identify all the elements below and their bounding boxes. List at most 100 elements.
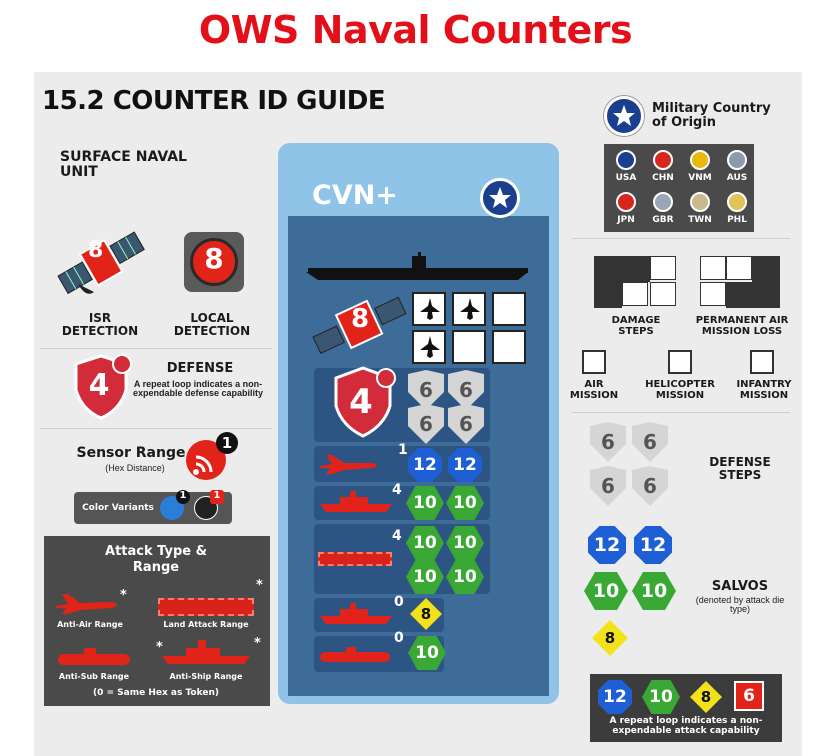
counter-defense: 4 (349, 382, 373, 422)
carrier-silhouette-icon (306, 252, 528, 280)
country-code: CHN (652, 173, 674, 183)
defense-title: DEFENSE (166, 361, 234, 376)
ship-range: 4 (392, 482, 402, 498)
country-code: PHL (727, 215, 747, 225)
signal-waves-icon (193, 455, 213, 475)
repeat-salvo: 12 (598, 680, 632, 714)
repeat-desc: A repeat loop indicates a non-expendable… (609, 716, 763, 736)
helicopter-label: HELICOPTER MISSION (645, 379, 715, 401)
flag-twn-icon (690, 192, 710, 212)
guide-heading: 15.2 COUNTER ID GUIDE (42, 86, 386, 116)
anti-ship-label: Anti-Ship Range (169, 672, 243, 681)
slot-filled (752, 256, 780, 282)
country-code: JPN (617, 215, 635, 225)
sub-range-2: 0 (394, 630, 404, 646)
flag-usa-icon (616, 150, 636, 170)
slot-empty (700, 256, 726, 280)
counter-satellite-icon (312, 296, 407, 355)
submarine-icon (320, 647, 390, 662)
air-slot (452, 330, 486, 364)
air-slot (492, 292, 526, 326)
local-label: LOCAL DETECTION (173, 311, 251, 338)
sensor-value: 1 (221, 434, 233, 452)
attack-title: Attack Type & Range (105, 544, 207, 575)
slot-empty (650, 256, 676, 280)
signal-black-icon (194, 496, 218, 520)
jet-icon (420, 298, 440, 320)
page-title: OWS Naval Counters (198, 8, 633, 52)
star-mark: * (120, 588, 127, 603)
land-range: 4 (392, 528, 402, 544)
ship-salvo: 10 (406, 486, 444, 520)
star-icon (613, 105, 635, 126)
slot-filled (726, 282, 754, 308)
flag-chn-icon (653, 150, 673, 170)
sensor-title: Sensor Range (76, 445, 186, 461)
radar-icon (190, 238, 238, 286)
repeat-salvo: 6 (734, 681, 764, 711)
counter-name: CVN+ (312, 180, 398, 211)
isr-value: 8 (88, 238, 104, 263)
counter-isr: 8 (350, 304, 370, 334)
salvos-sub: (denoted by attack die type) (695, 595, 785, 615)
star-icon (489, 187, 511, 208)
divider (572, 238, 790, 239)
country-code: USA (615, 173, 637, 183)
warship-icon (320, 603, 392, 624)
air-mission-icon (582, 350, 606, 374)
ship-salvo: 10 (446, 486, 484, 520)
anti-air-label: Anti-Air Range (57, 620, 123, 629)
sensor-badge (216, 432, 238, 454)
flag-jpn-icon (616, 192, 636, 212)
infantry-label: INFANTRY MISSION (736, 379, 792, 401)
color-variants-label: Color Variants (82, 503, 154, 513)
land-salvo: 10 (406, 560, 444, 594)
defense-shield-icon (74, 354, 132, 420)
country-title: Military Country of Origin (652, 101, 771, 130)
flag-gbr-icon (653, 192, 673, 212)
damage-steps-grid (594, 256, 678, 308)
slot-empty (726, 256, 752, 280)
land-attack-bar-icon (318, 552, 392, 566)
salvo-blue: 12 (634, 526, 672, 564)
country-code: VNM (688, 173, 712, 183)
country-star-icon (604, 96, 644, 136)
counter-defense-shield-icon (334, 366, 396, 438)
star-mark: * (156, 640, 163, 655)
color-variant-1: 1 (179, 490, 187, 501)
helicopter-icon (668, 350, 692, 374)
sensor-sub: (Hex Distance) (105, 463, 165, 473)
warship-icon (162, 640, 250, 664)
local-value: 8 (204, 242, 224, 275)
land-salvo: 10 (446, 560, 484, 594)
aa-salvo: 12 (408, 448, 442, 482)
satellite-icon (57, 231, 145, 295)
same-hex-note: (0 = Same Hex as Token) (93, 688, 219, 698)
slot-filled (594, 256, 622, 282)
land-salvo: 10 (406, 526, 444, 560)
land-attack-label: Land Attack Range (163, 620, 249, 629)
sub-range-1: 0 (394, 594, 404, 610)
flag-aus-icon (727, 150, 747, 170)
salvo-blue: 12 (588, 526, 626, 564)
divider (40, 348, 272, 349)
country-code: AUS (726, 173, 748, 183)
defense-steps-label: DEFENSE STEPS (709, 455, 771, 482)
air-mission-label: AIR MISSION (569, 379, 619, 401)
country-code: TWN (688, 215, 712, 225)
variant-badge (210, 490, 224, 504)
star-mark: * (254, 636, 261, 651)
flag-phl-icon (727, 192, 747, 212)
variant-badge (176, 490, 190, 504)
color-variant-2: 1 (213, 490, 221, 501)
perm-air-label: PERMANENT AIR MISSION LOSS (695, 315, 789, 337)
aa-salvo: 12 (448, 448, 482, 482)
salvos-label: SALVOS (711, 579, 769, 594)
air-slot (492, 330, 526, 364)
slot-empty (700, 282, 726, 306)
land-salvo: 10 (446, 526, 484, 560)
jet-icon (56, 594, 117, 614)
aa-range: 1 (398, 442, 408, 458)
jet-icon (420, 336, 440, 358)
jet-icon (460, 298, 480, 320)
